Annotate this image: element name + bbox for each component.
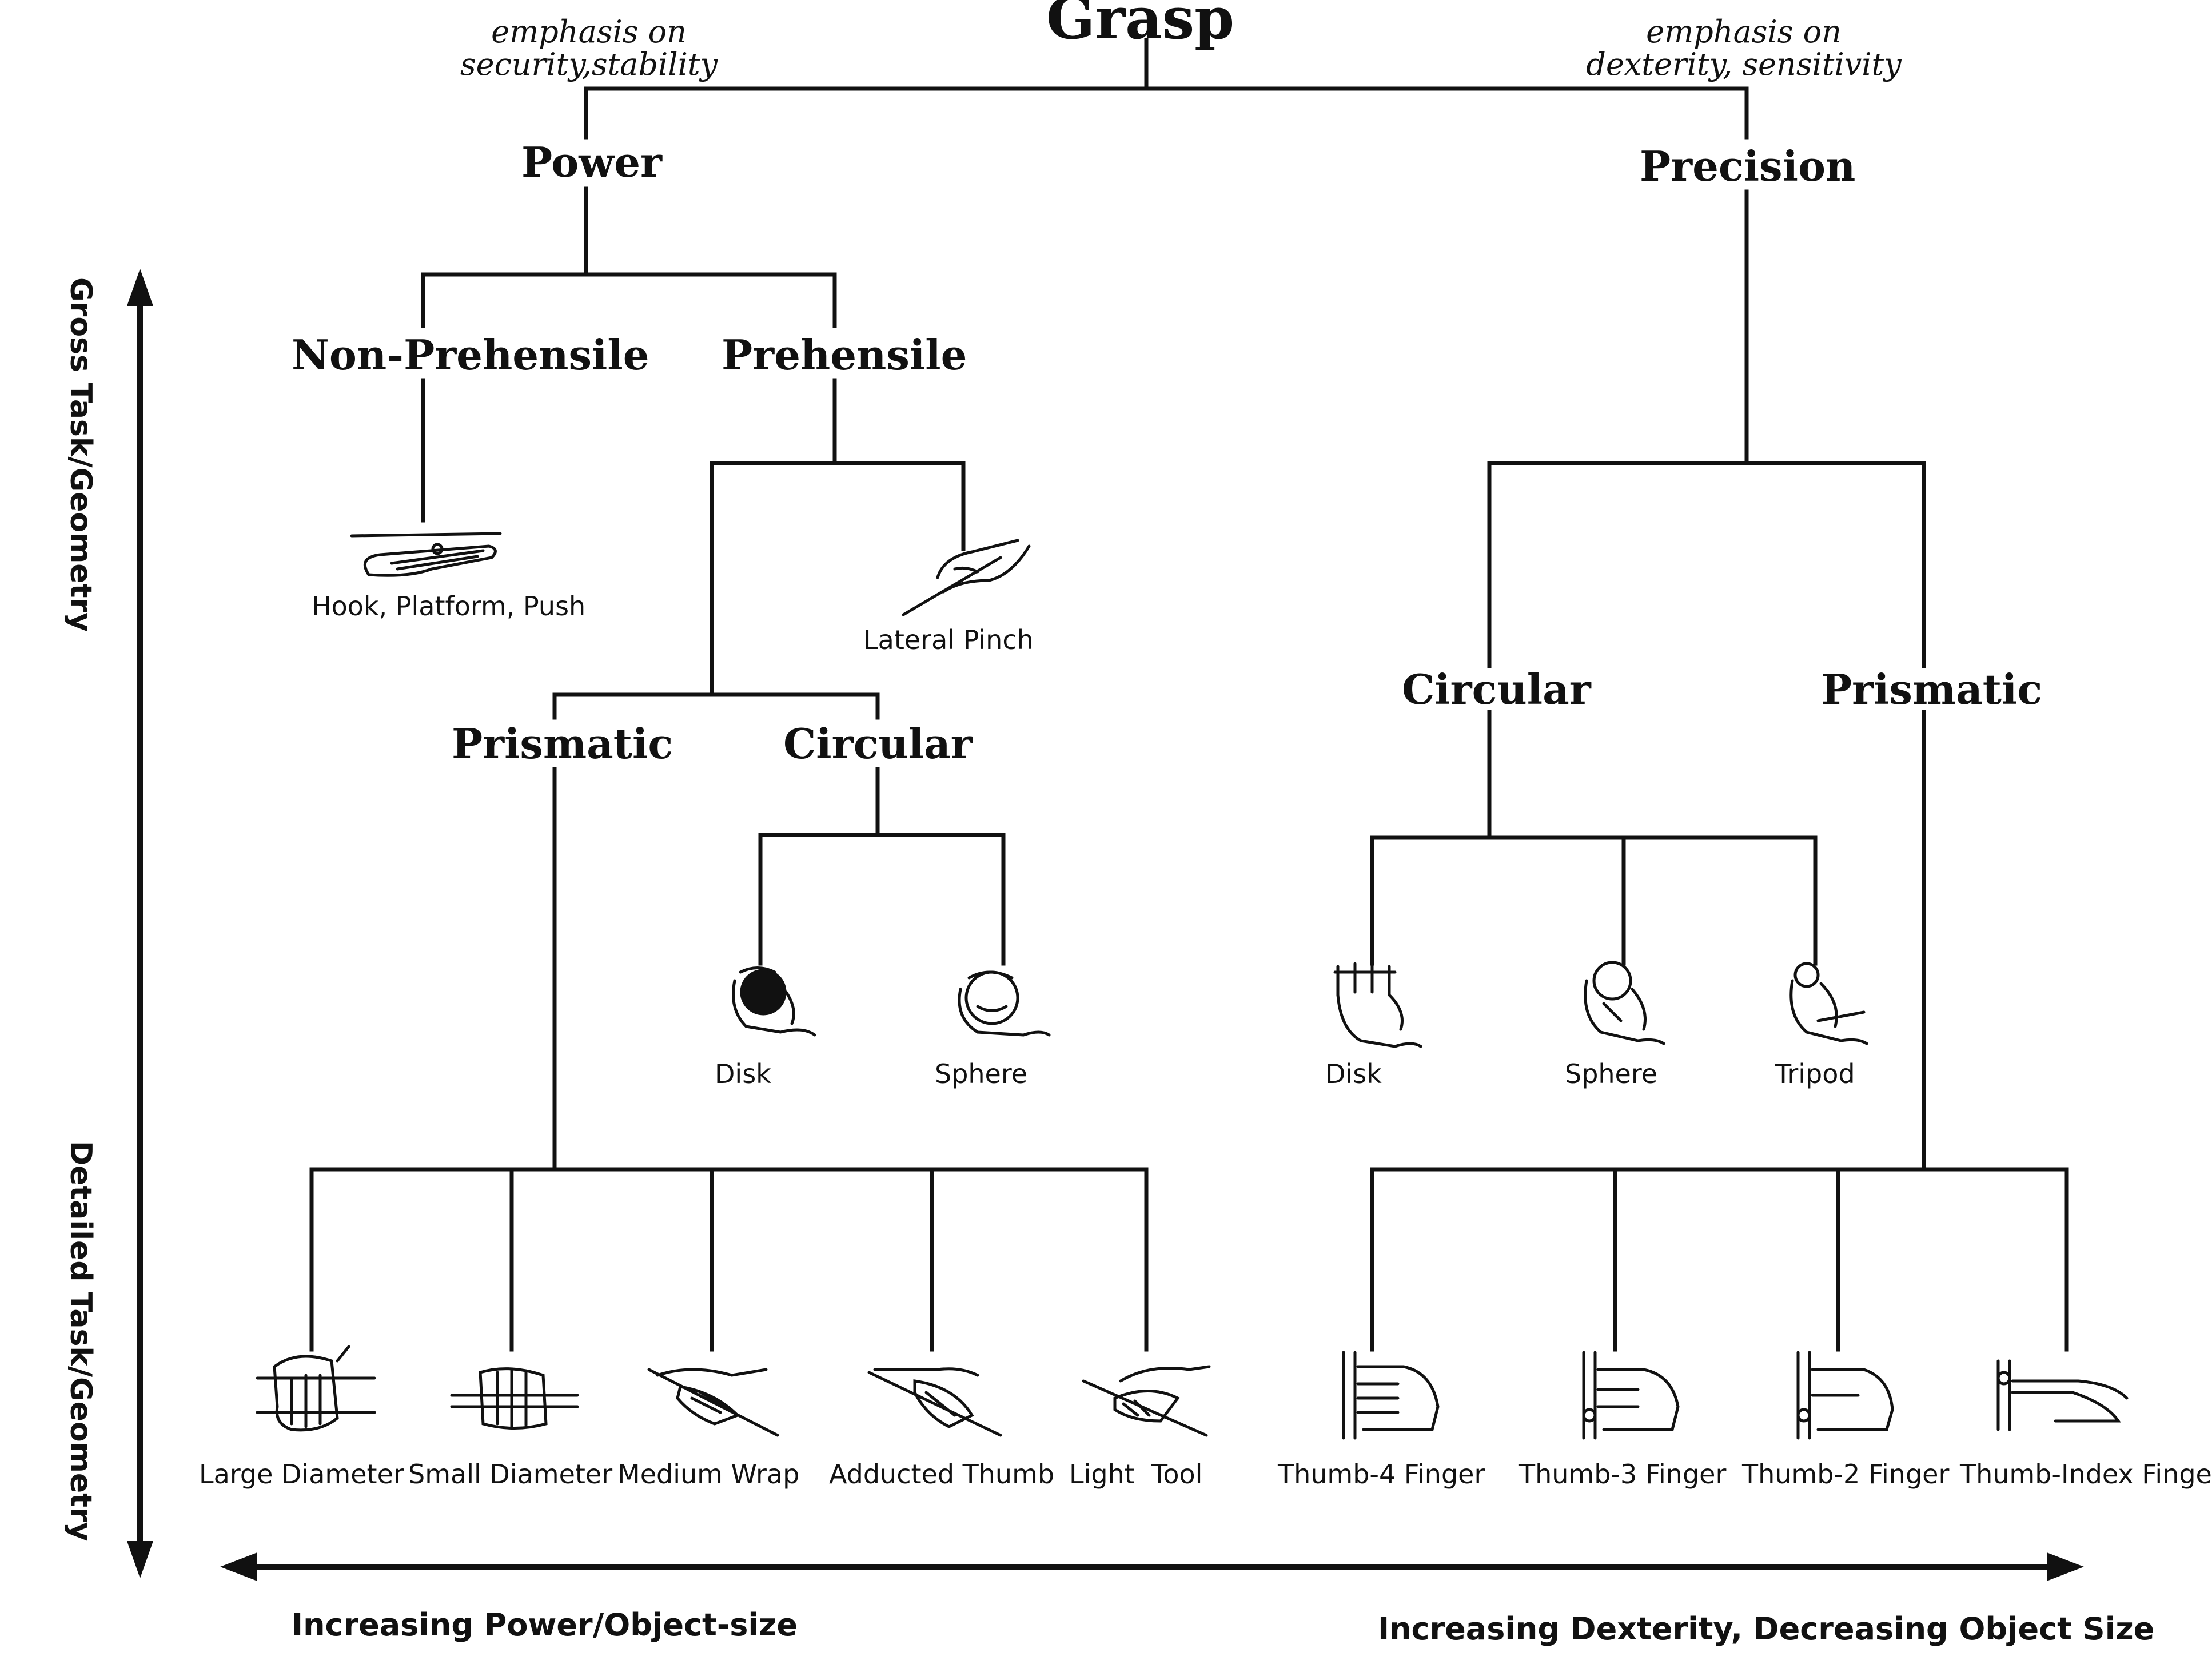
emphasis-left-line1: emphasis on: [491, 14, 687, 50]
leaf-small-diameter: Small Diameter: [408, 1459, 613, 1490]
axis-label-detailed: Detailed Task/Geometry: [63, 1141, 98, 1542]
leaf-tripod: Tripod: [1775, 1058, 1855, 1089]
emphasis-right-line2: dexterity, sensitivity: [1586, 46, 1902, 82]
lateral-pinch-hand-icon: [902, 539, 1031, 616]
flat-hand-push-icon: [350, 532, 502, 577]
leaf-thumb-3-finger: Thumb-3 Finger: [1519, 1459, 1727, 1490]
axis-label-power: Increasing Power/Object-size: [292, 1607, 798, 1643]
diagram-title: Grasp: [1046, 0, 1235, 52]
leaf-light-tool: Light Tool: [1069, 1459, 1203, 1490]
node-power: Power: [521, 138, 662, 186]
node-precision-prismatic: Prismatic: [1821, 665, 2043, 714]
node-non-prehensile: Non-Prehensile: [292, 331, 649, 379]
right-arrow-icon: [2047, 1552, 2084, 1581]
leaf-large-diameter: Large Diameter: [199, 1459, 404, 1490]
emphasis-left-note: emphasis on security,stability: [457, 14, 720, 82]
leaf-hook-platform-push: Hook, Platform, Push: [312, 591, 586, 622]
precision-disk-hand-icon: [1333, 962, 1422, 1048]
precision-sphere-hand-icon: [1584, 961, 1665, 1045]
leaf-power-sphere: Sphere: [935, 1058, 1028, 1089]
node-precision-circular: Circular: [1402, 665, 1591, 714]
axis-label-dexterity: Increasing Dexterity, Decreasing Object …: [1378, 1611, 2155, 1647]
leaf-thumb-2-finger: Thumb-2 Finger: [1742, 1459, 1950, 1490]
node-power-prismatic: Prismatic: [452, 719, 673, 768]
axis-label-gross: Gross Task/Geometry: [63, 277, 98, 632]
medium-wrap-hand-icon: [647, 1368, 779, 1437]
node-precision: Precision: [1640, 142, 1856, 190]
adducted-thumb-hand-icon: [867, 1367, 1002, 1437]
emphasis-right-note: emphasis on dexterity, sensitivity: [1584, 14, 1904, 82]
small-diameter-hand-icon: [450, 1367, 579, 1430]
thumb-2-finger-hand-icon: [1796, 1351, 1894, 1440]
light-tool-hand-icon: [1082, 1365, 1211, 1437]
node-prehensile: Prehensile: [722, 331, 967, 379]
node-power-circular: Circular: [783, 719, 973, 768]
leaf-medium-wrap: Medium Wrap: [617, 1459, 800, 1490]
leaf-precision-sphere: Sphere: [1565, 1058, 1658, 1089]
emphasis-right-line1: emphasis on: [1646, 14, 1842, 50]
sphere-grasp-hand-icon: [958, 970, 1051, 1037]
tripod-hand-icon: [1789, 962, 1868, 1045]
thumb-index-finger-hand-icon: [1996, 1359, 2129, 1431]
leaf-power-disk: Disk: [715, 1058, 771, 1089]
emphasis-left-line2: security,stability: [460, 46, 718, 82]
left-arrow-icon: [220, 1552, 257, 1581]
leaf-thumb-index-finger: Thumb-Index Finger: [1960, 1459, 2212, 1490]
large-diameter-hand-icon: [256, 1345, 376, 1432]
leaf-precision-disk: Disk: [1325, 1058, 1382, 1089]
up-arrow-icon: [127, 269, 153, 306]
down-arrow-icon: [127, 1541, 153, 1578]
leaf-thumb-4-finger: Thumb-4 Finger: [1278, 1459, 1485, 1490]
disk-grasp-hand-icon: [732, 966, 816, 1037]
thumb-3-finger-hand-icon: [1582, 1351, 1680, 1440]
thumb-4-finger-hand-icon: [1342, 1351, 1440, 1440]
leaf-adducted-thumb: Adducted Thumb: [829, 1459, 1055, 1490]
leaf-lateral-pinch: Lateral Pinch: [863, 624, 1034, 655]
